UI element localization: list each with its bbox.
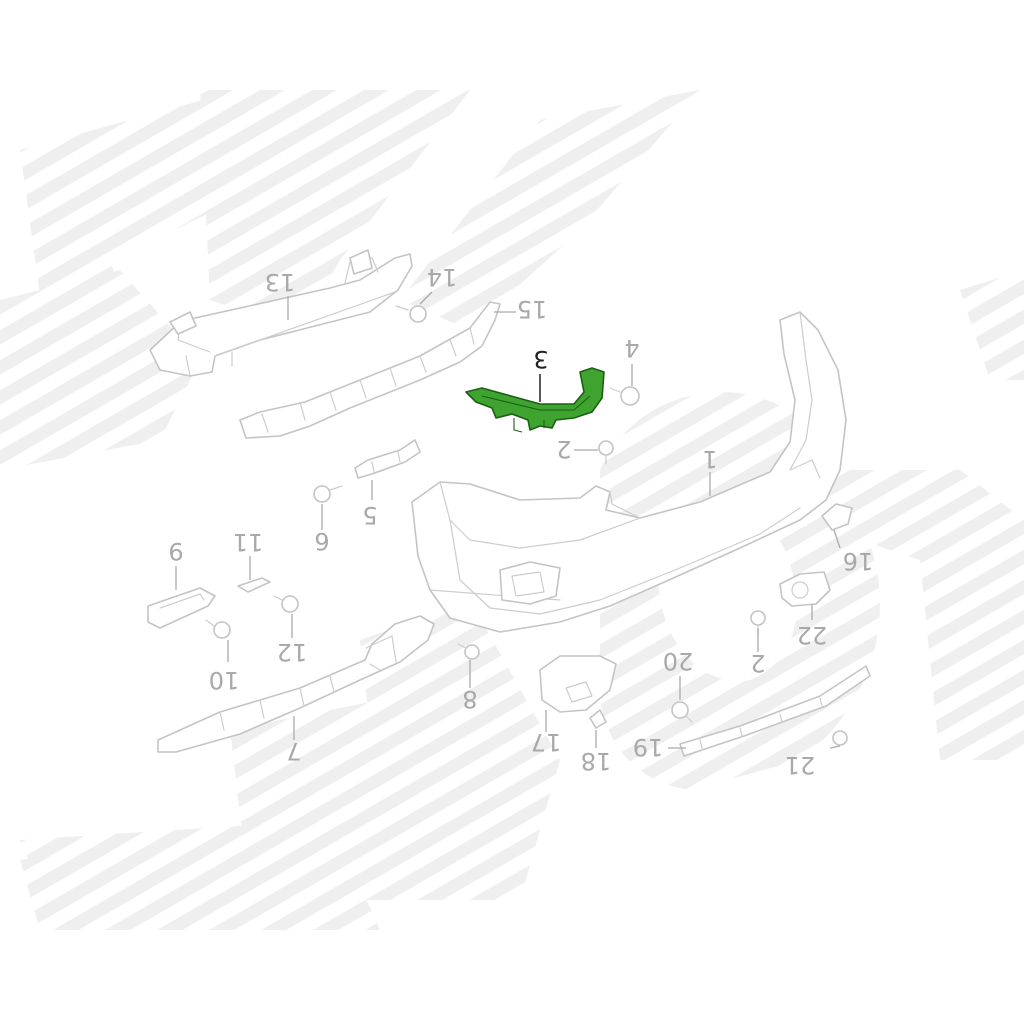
part-19-strip — [679, 665, 871, 757]
callout-2-top: 2 — [556, 435, 571, 463]
part-11-clip — [237, 577, 271, 593]
callout-8: 8 — [462, 685, 477, 713]
callout-17: 17 — [531, 728, 562, 756]
clip-21-icon — [832, 730, 848, 746]
callout-6: 6 — [314, 527, 329, 555]
part-17-cover — [539, 655, 617, 713]
part-3-bumper-bracket-highlighted[interactable] — [465, 367, 605, 433]
fasteners — [205, 305, 848, 746]
callout-21: 21 — [785, 751, 816, 779]
bolt-12-icon — [273, 595, 299, 613]
callout-4: 4 — [624, 334, 639, 362]
part-7-lower-absorber — [157, 615, 435, 753]
part-15-energy-absorber — [239, 301, 501, 439]
leader-lines — [175, 291, 841, 749]
clip-2-icon — [598, 440, 614, 465]
callout-22: 22 — [797, 621, 828, 649]
bolt-6-icon — [313, 485, 343, 503]
callout-12: 12 — [277, 638, 308, 666]
clip-2b-icon — [750, 610, 766, 635]
callout-18: 18 — [581, 747, 612, 775]
part-5-bracket — [354, 439, 421, 479]
part-22-sensor — [779, 571, 831, 607]
clip-20-icon — [671, 701, 693, 723]
callout-14: 14 — [427, 263, 458, 291]
callout-16: 16 — [843, 547, 874, 575]
callout-20: 20 — [663, 647, 694, 675]
callouts: 13 14 15 3 4 2 1 5 6 11 9 10 12 7 8 17 1… — [168, 263, 873, 779]
callout-5: 5 — [362, 501, 377, 529]
callout-15: 15 — [517, 295, 548, 323]
bolt-10-icon — [205, 619, 231, 639]
callout-2-right: 2 — [750, 649, 765, 677]
callout-10: 10 — [209, 666, 240, 694]
part-1-bumper-cover — [411, 311, 847, 633]
bolt-4-icon — [609, 386, 640, 406]
callout-3-highlighted[interactable]: 3 — [533, 345, 548, 373]
callout-13: 13 — [265, 268, 296, 296]
part-13-reinforcement-beam — [149, 249, 413, 377]
callout-7: 7 — [286, 737, 301, 765]
watermark-logo — [0, 90, 1024, 930]
bolt-14-icon — [395, 305, 427, 323]
callout-19: 19 — [633, 733, 664, 761]
clip-18-icon — [589, 709, 607, 729]
callout-11: 11 — [233, 528, 264, 556]
part-9-bracket — [147, 587, 216, 629]
part-16-bracket — [821, 503, 853, 531]
callout-1: 1 — [702, 445, 717, 473]
callout-9: 9 — [168, 537, 183, 565]
bolt-8-icon — [457, 643, 480, 660]
